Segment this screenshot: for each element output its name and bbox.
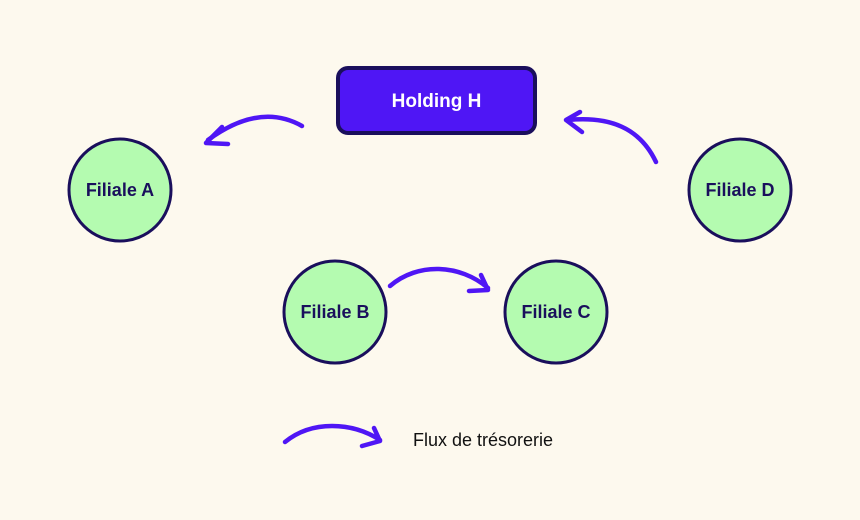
subsidiary-d-label: Filiale D <box>705 180 774 200</box>
flow-arrow-d-to-holding-curve <box>565 117 659 165</box>
subsidiary-b-label: Filiale B <box>300 302 369 322</box>
holding-box <box>336 66 537 135</box>
flow-arrow-b-to-c-curve <box>387 266 491 291</box>
flow-arrow-b-to-c-head-icon <box>466 272 491 294</box>
legend: Flux de trésorerie <box>282 423 553 450</box>
holding-label: Holding H <box>392 91 482 112</box>
subsidiary-c-circle <box>503 259 609 365</box>
legend-label: Flux de trésorerie <box>413 430 553 450</box>
flow-arrow-d-to-holding <box>563 109 659 165</box>
flow-arrow-b-to-c <box>387 266 491 294</box>
legend-arrow-icon <box>282 423 383 449</box>
subsidiary-b-circle <box>282 259 388 365</box>
subsidiary-d-circle <box>687 137 793 243</box>
flow-arrow-holding-to-a-head-icon <box>203 124 231 147</box>
subsidiary-node-c[interactable]: Filiale C <box>503 259 609 365</box>
subsidiary-node-b[interactable]: Filiale B <box>282 259 388 365</box>
subsidiary-node-d[interactable]: Filiale D <box>687 137 793 243</box>
subsidiary-a-label: Filiale A <box>86 180 154 200</box>
subsidiary-node-a[interactable]: Filiale A <box>67 137 173 243</box>
flow-arrow-d-to-holding-head-icon <box>563 109 585 135</box>
subsidiary-c-label: Filiale C <box>521 302 590 322</box>
subsidiary-a-circle <box>67 137 173 243</box>
holding-node[interactable]: Holding H <box>336 66 537 135</box>
flow-arrow-holding-to-a <box>203 114 305 147</box>
